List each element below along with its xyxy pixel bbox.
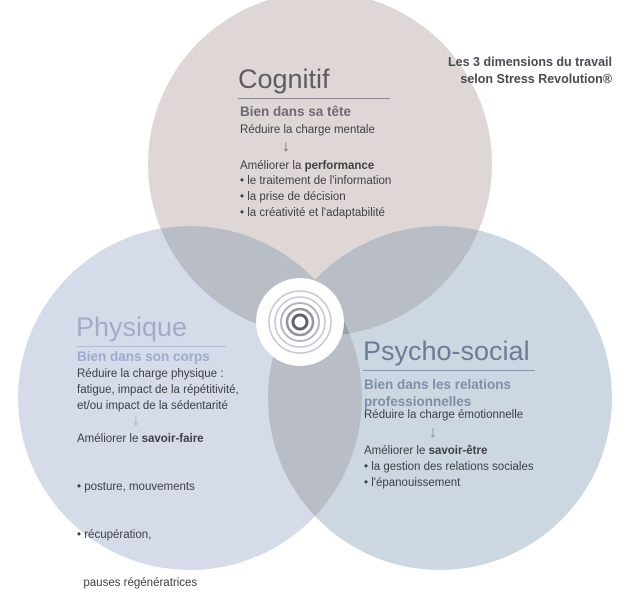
venn-diagram xyxy=(18,0,612,570)
physique-reduce: Réduire la charge physique : fatigue, im… xyxy=(77,366,239,414)
cognitif-improve-prefix: Améliorer la xyxy=(240,160,305,172)
physique-arrow-icon: ↓ xyxy=(132,412,140,429)
title-line-2: selon Stress Revolution® xyxy=(460,72,612,86)
physique-bullet: • posture, mouvements xyxy=(77,481,195,493)
overlap-cognitif-psycho xyxy=(268,226,492,336)
psycho-bullet: • l'épanouissement xyxy=(364,477,461,489)
page-title: Les 3 dimensions du travail selon Stress… xyxy=(448,54,612,88)
physique-improve-prefix: Améliorer le xyxy=(77,433,142,445)
physique-reduce-line: et/ou impact de la sédentarité xyxy=(77,400,228,412)
cognitif-underline xyxy=(238,98,390,99)
cognitif-arrow-icon: ↓ xyxy=(282,138,290,155)
psycho-bullet: • la gestion des relations sociales xyxy=(364,461,534,473)
psycho-reduce: Réduire la charge émotionnelle xyxy=(364,409,524,421)
psycho-arrow-icon: ↓ xyxy=(429,424,437,441)
psycho-improve: Améliorer le savoir-être xyxy=(364,443,487,459)
cognitif-bullet: • la prise de décision xyxy=(240,191,346,203)
physique-underline xyxy=(76,346,226,347)
title-line-1: Les 3 dimensions du travail xyxy=(448,55,612,69)
physique-improve-bold: savoir-faire xyxy=(141,433,204,445)
psycho-subtitle-line: professionnelles xyxy=(364,394,472,409)
cognitif-reduce: Réduire la charge mentale xyxy=(240,124,375,136)
cognitif-improve-bold: performance xyxy=(304,160,375,172)
physique-bullet: • récupération, xyxy=(77,529,152,541)
cognitif-bullets: • le traitement de l'information • la pr… xyxy=(240,173,391,221)
target-icon xyxy=(256,278,344,366)
cognitif-bullet: • le traitement de l'information xyxy=(240,175,392,187)
cognitif-title: Cognitif xyxy=(238,64,330,94)
psycho-underline xyxy=(363,370,535,371)
physique-reduce-line: fatigue, impact de la répétitivité, xyxy=(77,384,239,396)
physique-bullet: pauses régénératrices xyxy=(77,577,198,589)
physique-title: Physique xyxy=(76,312,188,342)
cognitif-bullet: • la créativité et l'adaptabilité xyxy=(240,207,385,219)
physique-improve: Améliorer le savoir-faire xyxy=(77,431,204,447)
physique-reduce-line: Réduire la charge physique : xyxy=(77,368,224,380)
psycho-subtitle-line: Bien dans les relations xyxy=(364,377,512,392)
psycho-subtitle: Bien dans les relations professionnelles xyxy=(364,376,511,410)
psycho-bullets: • la gestion des relations sociales • l'… xyxy=(364,459,534,491)
psycho-title: Psycho-social xyxy=(363,336,530,366)
psycho-improve-prefix: Améliorer le xyxy=(364,445,429,457)
cognitif-subtitle: Bien dans sa tête xyxy=(240,104,352,119)
psycho-improve-bold: savoir-être xyxy=(428,445,488,457)
physique-subtitle: Bien dans son corps xyxy=(77,349,210,364)
cognitif-improve: Améliorer la performance xyxy=(240,158,374,174)
physique-bullets: • posture, mouvements • récupération, pa… xyxy=(77,447,197,607)
